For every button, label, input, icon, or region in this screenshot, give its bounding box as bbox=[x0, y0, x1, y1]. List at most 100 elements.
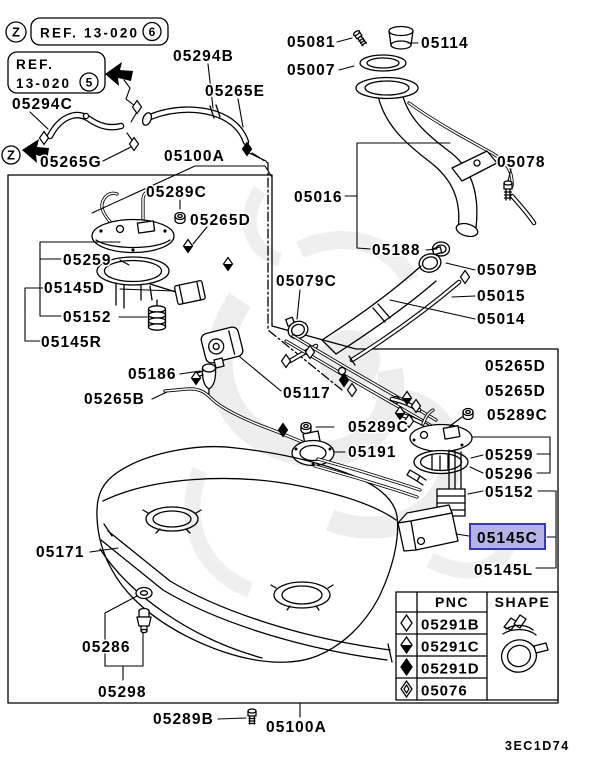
legend-symbol-inner-diamond bbox=[403, 683, 410, 695]
connector-marker-open-diamond bbox=[304, 344, 316, 360]
part-label-05079C: 05079C bbox=[276, 273, 337, 290]
zone-z-icon bbox=[1, 145, 21, 165]
part-label-05016: 05016 bbox=[294, 189, 343, 206]
connector-marker-open-diamond bbox=[346, 382, 358, 398]
legend-symbol-open-diamond bbox=[400, 613, 413, 633]
connector-marker-open-diamond bbox=[131, 99, 143, 115]
connector-marker-filled-diamond bbox=[277, 422, 289, 438]
part-label-05265D-1: 05265D bbox=[190, 212, 251, 229]
left-pump-module bbox=[91, 189, 206, 331]
connector-marker-open-diamond bbox=[128, 136, 140, 152]
connector-marker-half-fill bbox=[183, 246, 193, 253]
connector-marker-open-diamond bbox=[280, 353, 292, 369]
connector-markers bbox=[38, 99, 471, 438]
connector-marker-filled-diamond bbox=[338, 372, 350, 388]
part-label-05145D: 05145D bbox=[44, 280, 105, 297]
bolt-icon-05289b bbox=[247, 708, 257, 725]
part-label-05014: 05014 bbox=[477, 311, 526, 328]
part-label-05289C-3: 05289C bbox=[487, 407, 548, 424]
table-header-pnc: PNC bbox=[435, 594, 469, 610]
connector-marker-half-fill bbox=[191, 378, 201, 385]
part-label-05171: 05171 bbox=[36, 544, 85, 561]
connector-marker-open-diamond bbox=[403, 413, 415, 429]
clamp-icon-05079c bbox=[285, 316, 309, 340]
part-label-05289C-2: 05289C bbox=[348, 419, 409, 436]
part-label-05145L: 05145L bbox=[474, 562, 533, 579]
legend-symbol-filled-diamond bbox=[400, 657, 413, 677]
table-cell-pnc: 05291C bbox=[421, 639, 480, 656]
ref-number-top: 6 bbox=[149, 25, 156, 39]
diagram-section-box bbox=[7, 174, 559, 704]
part-label-05078: 05078 bbox=[497, 154, 546, 171]
breather-hoses bbox=[46, 104, 267, 162]
table-cell-pnc: 05291D bbox=[421, 661, 480, 678]
connector-marker-open-diamond bbox=[410, 398, 422, 414]
clamp-icon-05079b bbox=[418, 246, 443, 273]
part-label-05265B: 05265B bbox=[84, 391, 145, 408]
leader-lines bbox=[29, 37, 512, 720]
hose-clamp-icon bbox=[500, 614, 549, 673]
part-label-05152-right: 05152 bbox=[485, 484, 534, 501]
ref-number-left: 5 bbox=[86, 76, 93, 90]
part-label-05259-left: 05259 bbox=[63, 252, 112, 269]
nut-icon-05289c-3 bbox=[462, 407, 474, 421]
part-label-05289B: 05289B bbox=[153, 711, 214, 728]
part-label-05100A-top: 05100A bbox=[164, 148, 225, 165]
direction-arrow-icon bbox=[105, 62, 133, 86]
fuel-tank bbox=[96, 446, 422, 663]
part-label-05152-left: 05152 bbox=[63, 309, 112, 326]
legend-table: PNC SHAPE 05291B 05291C 05291D 05076 bbox=[395, 591, 559, 701]
connector-marker-half-fill bbox=[223, 264, 233, 271]
bracket-lines bbox=[24, 142, 557, 569]
zone-z-icon bbox=[5, 21, 27, 43]
part-label-05265D-3: 05265D bbox=[485, 383, 546, 400]
part-label-05294B: 05294B bbox=[173, 48, 234, 65]
nut-icon-05289c-1 bbox=[174, 211, 186, 225]
table-cell-pnc: 05076 bbox=[421, 683, 468, 700]
part-label-05015: 05015 bbox=[477, 288, 526, 305]
part-label-05145R: 05145R bbox=[41, 334, 102, 351]
part-label-05286: 05286 bbox=[82, 639, 131, 656]
part-label-05294C: 05294C bbox=[12, 96, 73, 113]
ref-text-line2: 13-020 bbox=[16, 76, 71, 91]
table-symbol-column bbox=[400, 613, 413, 699]
part-label-05079B: 05079B bbox=[477, 262, 538, 279]
part-label-05007: 05007 bbox=[287, 62, 336, 79]
part-label-05289C-1: 05289C bbox=[146, 184, 207, 201]
table-header-shape: SHAPE bbox=[495, 594, 551, 610]
return-pipe bbox=[163, 387, 304, 444]
connector-marker-open-diamond bbox=[459, 269, 471, 285]
part-label-05259-right: 05259 bbox=[485, 447, 534, 464]
drain-plug-and-grommet bbox=[135, 586, 153, 634]
filler-neck-assembly bbox=[285, 25, 537, 366]
part-label-05296: 05296 bbox=[485, 466, 534, 483]
connector-marker-half-fill bbox=[402, 398, 412, 405]
connector-marker-open-diamond bbox=[38, 130, 50, 146]
part-label-05191: 05191 bbox=[348, 444, 397, 461]
diagram-code: 3EC1D74 bbox=[505, 739, 570, 753]
part-label-05117: 05117 bbox=[283, 385, 331, 402]
fuel-filter bbox=[196, 363, 217, 395]
part-label-05186: 05186 bbox=[128, 366, 177, 383]
part-label-05265D-2: 05265D bbox=[485, 358, 546, 375]
part-label-05265E: 05265E bbox=[205, 83, 265, 100]
bolt-icon-05078 bbox=[503, 180, 513, 201]
table-cell-pnc: 05291B bbox=[421, 617, 480, 634]
part-label-05114: 05114 bbox=[421, 35, 469, 52]
bolt-icon-05081 bbox=[352, 30, 367, 47]
zone-letter: Z bbox=[7, 148, 15, 163]
connector-marker-filled-diamond bbox=[241, 141, 253, 157]
ref-text-line1: REF. bbox=[16, 57, 54, 72]
connector-marker-half-fill bbox=[395, 413, 405, 420]
part-label-05081: 05081 bbox=[287, 34, 336, 51]
zone-callout-bottom: Z bbox=[1, 145, 21, 165]
part-label-05145C: 05145C bbox=[477, 530, 538, 547]
direction-arrow-icon bbox=[22, 139, 49, 163]
part-label-05188: 05188 bbox=[372, 242, 421, 259]
ref-text-top: REF. 13-020 bbox=[40, 26, 139, 41]
vapor-canister bbox=[200, 326, 244, 369]
highlight-box bbox=[469, 523, 546, 550]
